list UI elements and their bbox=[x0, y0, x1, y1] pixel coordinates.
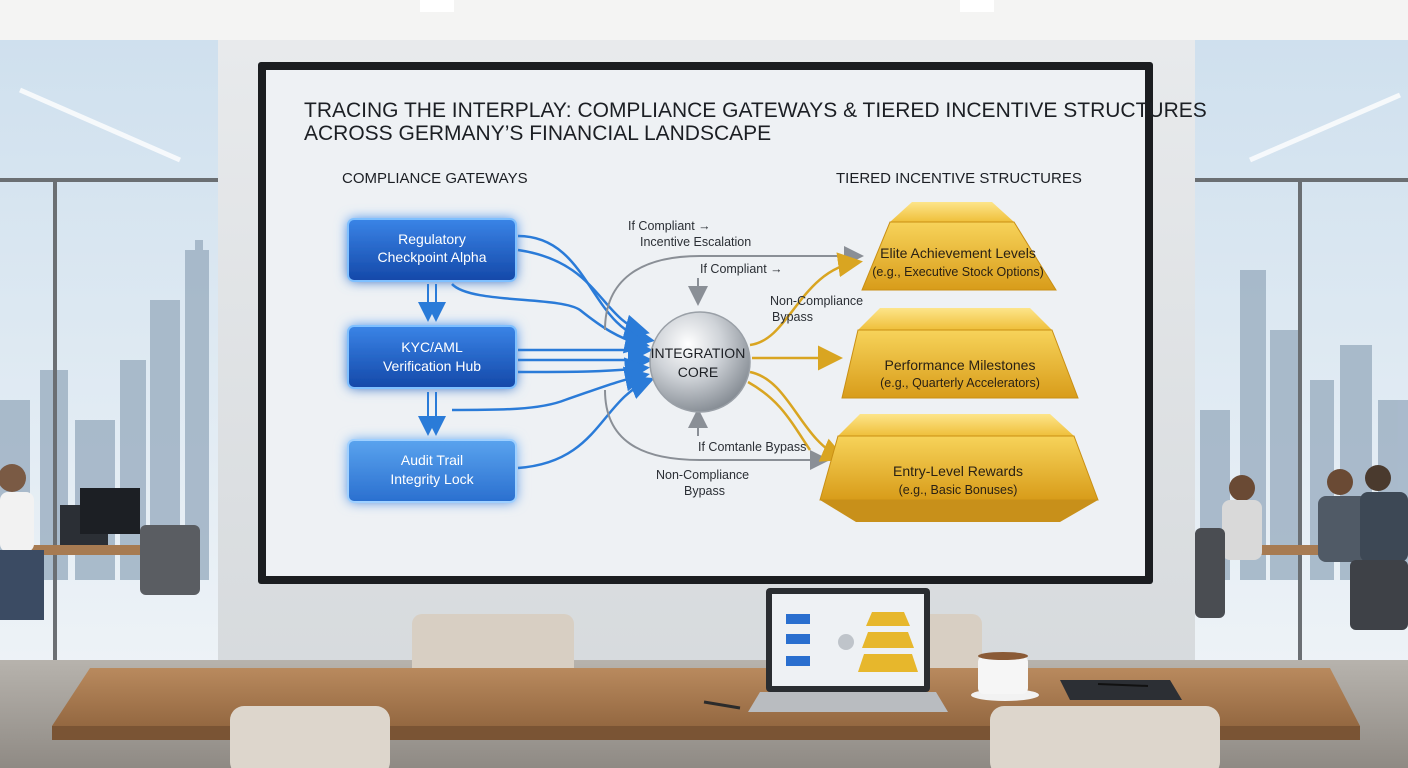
ceiling-light bbox=[960, 0, 994, 12]
left-heading: COMPLIANCE GATEWAYS bbox=[342, 170, 528, 187]
pen bbox=[703, 700, 741, 710]
gateway-1-line1: Regulatory bbox=[398, 231, 466, 247]
slide-title-line1: TRACING THE INTERPLAY: COMPLIANCE GATEWA… bbox=[304, 99, 1207, 122]
tier-performance bbox=[841, 308, 1079, 399]
coffee-cup bbox=[971, 652, 1039, 701]
gateway-1-line2: Checkpoint Alpha bbox=[378, 249, 487, 265]
gateway-2-line1: KYC/AML bbox=[401, 339, 463, 355]
label-noncompliance-top-1: Non-Compliance bbox=[770, 294, 863, 308]
tier-3-name: Entry-Level Rewards bbox=[893, 463, 1023, 479]
slide-title-line2: ACROSS GERMANY’S FINANCIAL LANDSCAPE bbox=[304, 122, 771, 145]
gateway-box-audit bbox=[347, 439, 517, 503]
core-line1: INTEGRATION bbox=[651, 345, 746, 361]
gateway-3-line2: Integrity Lock bbox=[390, 471, 474, 487]
tier-2-example: (e.g., Quarterly Accelerators) bbox=[880, 376, 1040, 390]
ceiling-light bbox=[420, 0, 454, 12]
chair-back bbox=[412, 614, 574, 684]
tier-entry bbox=[819, 414, 1099, 522]
laptop bbox=[748, 588, 948, 712]
label-noncompliance-bottom-2: Bypass bbox=[684, 484, 725, 498]
gateway-box-regulatory bbox=[347, 218, 517, 282]
right-heading: TIERED INCENTIVE STRUCTURES bbox=[836, 170, 1082, 187]
right-window bbox=[1195, 40, 1408, 680]
label-noncompliance-bottom-1: Non-Compliance bbox=[656, 468, 749, 482]
tier-1-example: (e.g., Executive Stock Options) bbox=[872, 265, 1044, 279]
flow-arrows-gray bbox=[604, 246, 864, 470]
label-bypass-mid: If Comtanle Bypass bbox=[698, 440, 806, 454]
gateway-down-arrows bbox=[418, 284, 446, 436]
notebook bbox=[1060, 680, 1182, 700]
tier-elite bbox=[861, 202, 1057, 291]
tier-1-name: Elite Achievement Levels bbox=[880, 245, 1036, 261]
label-escalation-1: If Compliant → bbox=[628, 219, 711, 233]
ceiling bbox=[0, 0, 1408, 40]
integration-core-sphere bbox=[649, 311, 751, 413]
gateway-2-line2: Verification Hub bbox=[383, 358, 481, 374]
label-compliant: If Compliant → bbox=[700, 262, 783, 276]
flow-arrows-to-tiers bbox=[747, 252, 863, 462]
chair-front bbox=[990, 706, 1220, 768]
flow-arrows-to-core bbox=[451, 234, 655, 470]
tier-2-name: Performance Milestones bbox=[885, 357, 1036, 373]
left-window bbox=[0, 40, 218, 680]
core-line2: CORE bbox=[678, 364, 718, 380]
gateway-box-kyc bbox=[347, 325, 517, 389]
chair-front bbox=[230, 706, 390, 768]
label-escalation-2: Incentive Escalation bbox=[640, 235, 751, 249]
label-noncompliance-top-2: Bypass bbox=[772, 310, 813, 324]
gateway-3-line1: Audit Trail bbox=[401, 452, 463, 468]
slide-diagram: TRACING THE INTERPLAY: COMPLIANCE GATEWA… bbox=[304, 99, 1207, 522]
tier-3-example: (e.g., Basic Bonuses) bbox=[899, 483, 1018, 497]
